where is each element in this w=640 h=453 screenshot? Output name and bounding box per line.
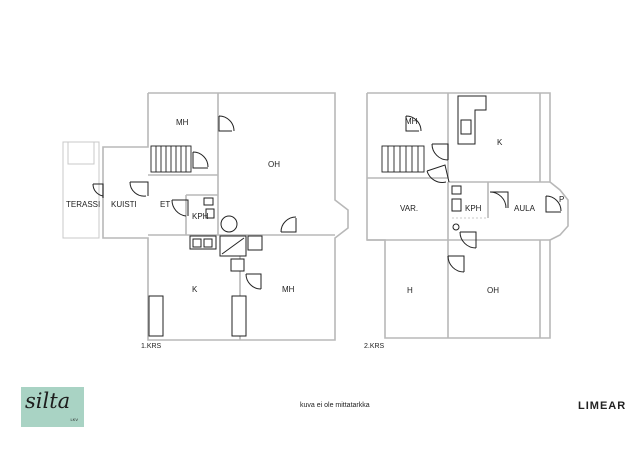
logo-subtext: LKV (70, 417, 78, 422)
door-icon (459, 231, 477, 249)
sink-icon (205, 208, 215, 219)
room-label-var: VAR. (400, 204, 418, 213)
toilet-icon (203, 197, 214, 206)
fireplace-icon (247, 235, 263, 251)
door-icon (447, 255, 465, 273)
floor-2-plan: MH K VAR. KPH AULA P H OH 2.KRS (364, 92, 569, 350)
door-icon (489, 191, 509, 209)
room-label-mh: MH (282, 285, 295, 294)
room-label-oh: OH (268, 160, 280, 169)
silta-logo: silta LKV (21, 387, 84, 427)
door-icon (426, 164, 450, 183)
stairs-floor-2 (381, 145, 425, 173)
room-label-mh: MH (176, 118, 189, 127)
room-label-oh: OH (487, 286, 499, 295)
door-icon (92, 183, 104, 198)
cabinet-icon (148, 295, 164, 337)
brand-logo: LIMEAR (578, 400, 627, 412)
room-label-k: K (497, 138, 503, 147)
door-icon (129, 181, 149, 197)
appliance-icon (230, 258, 245, 272)
room-label-et: ET (160, 200, 170, 209)
room-label-terassi: TERASSI (66, 200, 100, 209)
door-icon (171, 199, 189, 217)
scale-note: kuva ei ole mittatarkka (300, 402, 370, 409)
door-icon (218, 115, 235, 132)
room-label-aula: AULA (514, 204, 536, 213)
floor-label: 1.KRS (141, 343, 162, 350)
door-icon (405, 115, 422, 132)
door-icon (192, 151, 209, 169)
logo-text: silta (25, 389, 71, 413)
room-label-h: H (407, 286, 413, 295)
room-label-mh: MH (405, 117, 418, 126)
floor-1-plan: MH OH TERASSI KUISTI ET KPH K MH 1.KRS (62, 92, 349, 350)
door-icon (245, 273, 262, 290)
door-icon (431, 143, 449, 161)
toilet-icon (451, 185, 462, 195)
room-label-kuisti: KUISTI (111, 200, 137, 209)
room-label-kph: KPH (192, 212, 209, 221)
cabinet-icon (231, 295, 247, 337)
room-label-kph: KPH (465, 204, 482, 213)
stairs-floor-1 (150, 145, 192, 173)
sink-icon (451, 198, 462, 212)
shower-icon (220, 215, 238, 233)
shower-icon (452, 223, 460, 231)
room-label-p: P (559, 195, 564, 204)
door-icon (545, 195, 562, 213)
door-icon (280, 216, 297, 233)
room-label-k: K (192, 285, 198, 294)
floor-label: 2.KRS (364, 343, 385, 350)
